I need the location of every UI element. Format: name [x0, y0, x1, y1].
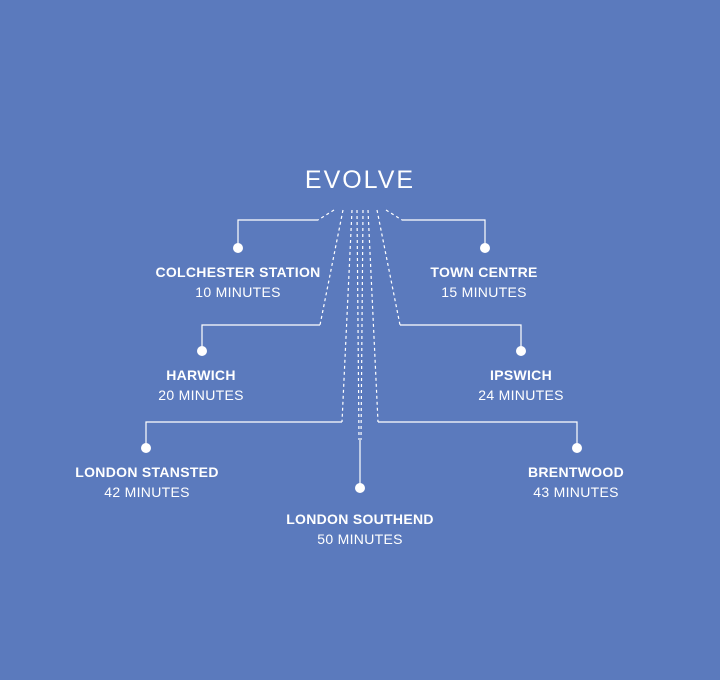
node-dot-ipswich: [516, 346, 526, 356]
destination-town-centre: TOWN CENTRE 15 MINUTES: [374, 262, 594, 302]
node-dots: [141, 243, 582, 493]
destination-colchester-station: COLCHESTER STATION 10 MINUTES: [128, 262, 348, 302]
destination-name: TOWN CENTRE: [430, 264, 538, 280]
destination-name: IPSWICH: [490, 367, 552, 383]
node-dot-brentwood: [572, 443, 582, 453]
node-dot-colchester-station: [233, 243, 243, 253]
node-dot-london-southend: [355, 483, 365, 493]
destination-name: LONDON SOUTHEND: [286, 511, 434, 527]
destination-name: HARWICH: [166, 367, 236, 383]
destination-name: COLCHESTER STATION: [155, 264, 321, 280]
solid-connectors: [145, 219, 578, 488]
diagram-title: EVOLVE: [304, 166, 416, 194]
destination-ipswich: IPSWICH 24 MINUTES: [411, 365, 631, 405]
dashed-rays: [317, 209, 403, 441]
node-dot-london-stansted: [141, 443, 151, 453]
destination-brentwood: BRENTWOOD 43 MINUTES: [466, 462, 686, 502]
destination-london-southend: LONDON SOUTHEND 50 MINUTES: [250, 509, 470, 549]
destination-time: 10 MINUTES: [195, 284, 281, 300]
destination-time: 15 MINUTES: [441, 284, 527, 300]
destination-time: 43 MINUTES: [533, 484, 619, 500]
destination-time: 42 MINUTES: [104, 484, 190, 500]
destination-name: BRENTWOOD: [527, 464, 625, 480]
node-dot-town-centre: [480, 243, 490, 253]
destination-time: 20 MINUTES: [158, 387, 244, 403]
destination-time: 50 MINUTES: [317, 531, 403, 547]
destination-name: LONDON STANSTED: [75, 464, 219, 480]
destination-harwich: HARWICH 20 MINUTES: [91, 365, 311, 405]
destination-london-stansted: LONDON STANSTED 42 MINUTES: [37, 462, 257, 502]
node-dot-harwich: [197, 346, 207, 356]
destination-time: 24 MINUTES: [478, 387, 564, 403]
